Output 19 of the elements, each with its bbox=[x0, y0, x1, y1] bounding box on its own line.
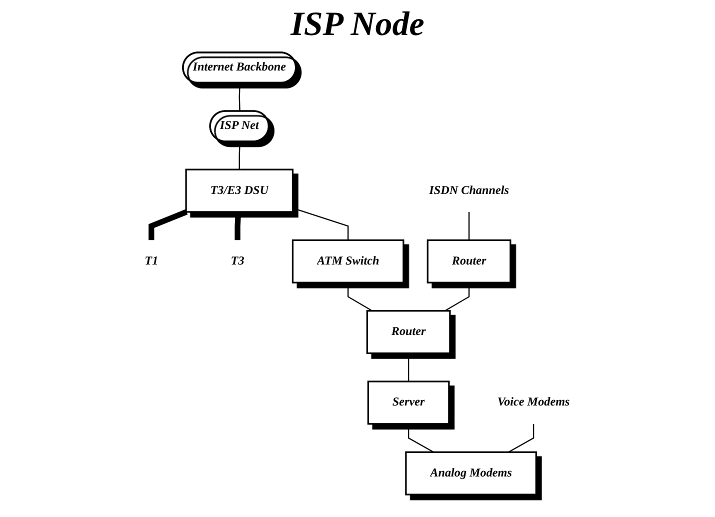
connector bbox=[444, 282, 470, 312]
connector bbox=[239, 142, 241, 170]
node-box: Server bbox=[368, 380, 450, 425]
connector bbox=[468, 212, 470, 240]
node-box: Router bbox=[366, 310, 452, 354]
node-text: T1 bbox=[144, 254, 158, 268]
diagram-title: ISP Node bbox=[289, 6, 426, 44]
connector bbox=[508, 424, 534, 453]
node-text: ISDN Channels bbox=[429, 184, 510, 197]
node-text: Voice Modems bbox=[498, 396, 570, 409]
connector bbox=[239, 83, 241, 112]
connector bbox=[292, 208, 349, 240]
connector bbox=[148, 209, 188, 240]
node-box: Router bbox=[427, 239, 512, 284]
connector bbox=[235, 212, 242, 240]
node-text: T3 bbox=[231, 254, 245, 268]
connector bbox=[408, 424, 434, 453]
connector bbox=[408, 353, 410, 382]
connector bbox=[348, 282, 373, 312]
